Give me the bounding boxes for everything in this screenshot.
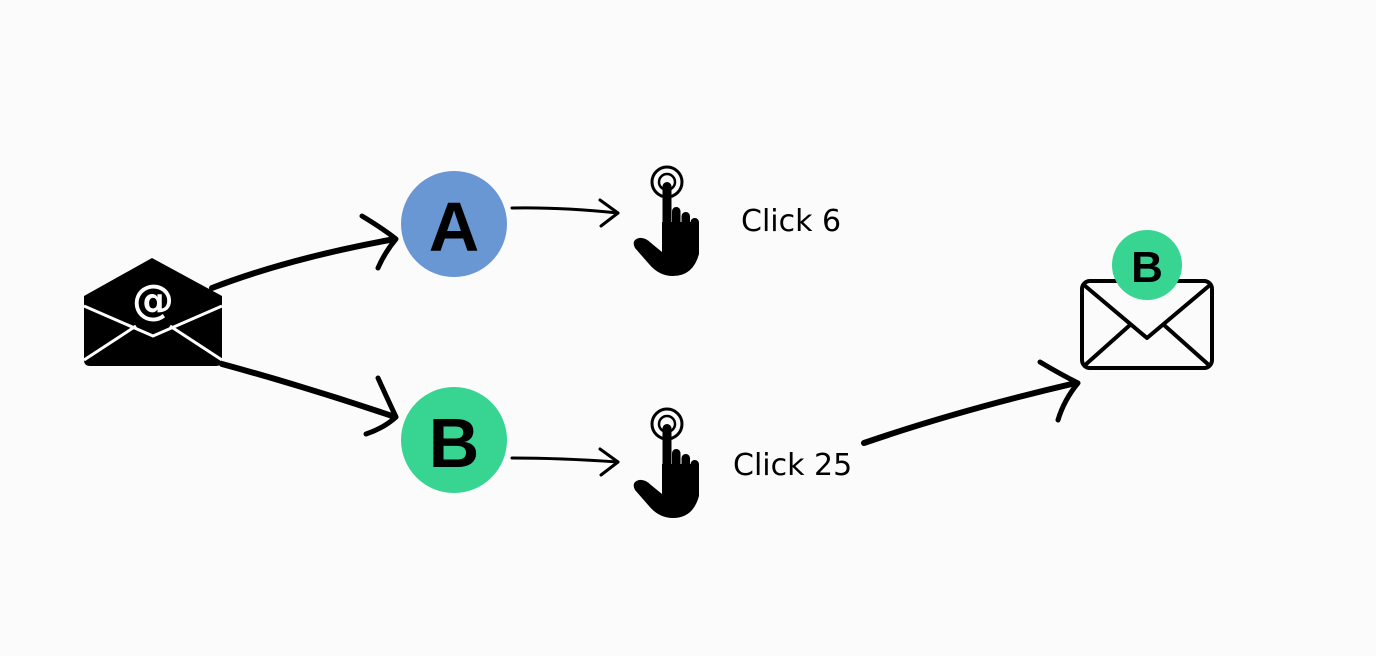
pointer-click-icon [632, 165, 701, 278]
arrow-result-to-winner [861, 359, 1081, 446]
arrow-email-to-a [209, 213, 399, 291]
arrow-a-to-click [510, 198, 620, 228]
variant-b-click-count: Click 25 [733, 448, 852, 483]
email-open-icon: @ [83, 258, 223, 366]
variant-a-node: A [401, 171, 507, 277]
variant-b-circle [401, 387, 507, 493]
variant-b-node: B [401, 387, 507, 493]
variant-b-label: B [429, 404, 480, 482]
variant-a-label: A [429, 188, 480, 266]
winner-badge-label: B [1131, 243, 1163, 292]
variant-a-circle [401, 171, 507, 277]
arrow-b-to-click [510, 447, 620, 477]
at-sign-icon: @ [132, 275, 174, 324]
envelope-icon [1080, 279, 1214, 370]
pointer-click-icon [632, 407, 701, 520]
arrow-email-to-b [219, 361, 399, 437]
variant-a-click-count: Click 6 [741, 204, 841, 239]
winner-badge: B [1112, 230, 1182, 300]
winner-badge-circle [1112, 230, 1182, 300]
